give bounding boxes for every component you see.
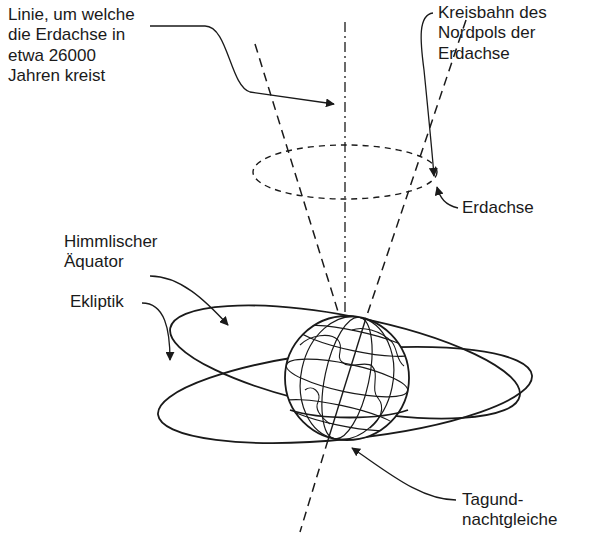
callout-label: Kreisbahn des Nordpols der Erdachse: [438, 3, 550, 64]
pole-circle: [253, 145, 437, 199]
leader-line: [421, 13, 434, 176]
cone-line: [255, 44, 340, 318]
leader-line: [437, 187, 458, 208]
leader-line: [352, 448, 456, 500]
precession-axis: [344, 22, 345, 318]
callout-label: Linie, um welche die Erdachse in etwa 26…: [8, 5, 146, 87]
callout-label: Tagund- nachtgleiche: [462, 490, 570, 531]
leader-line: [142, 303, 170, 360]
earth-axis-line: [300, 440, 328, 532]
callout-label: Himmlischer Äquator: [64, 232, 164, 273]
leader-line: [150, 26, 334, 104]
earth-axis-line: [366, 20, 466, 318]
callout-label: Ekliptik: [70, 292, 150, 312]
celestial-equator: [161, 283, 528, 441]
leader-line: [150, 276, 228, 325]
callout-label: Erdachse: [462, 198, 572, 218]
ecliptic-front: [290, 410, 408, 418]
globe-axis: [328, 318, 366, 440]
